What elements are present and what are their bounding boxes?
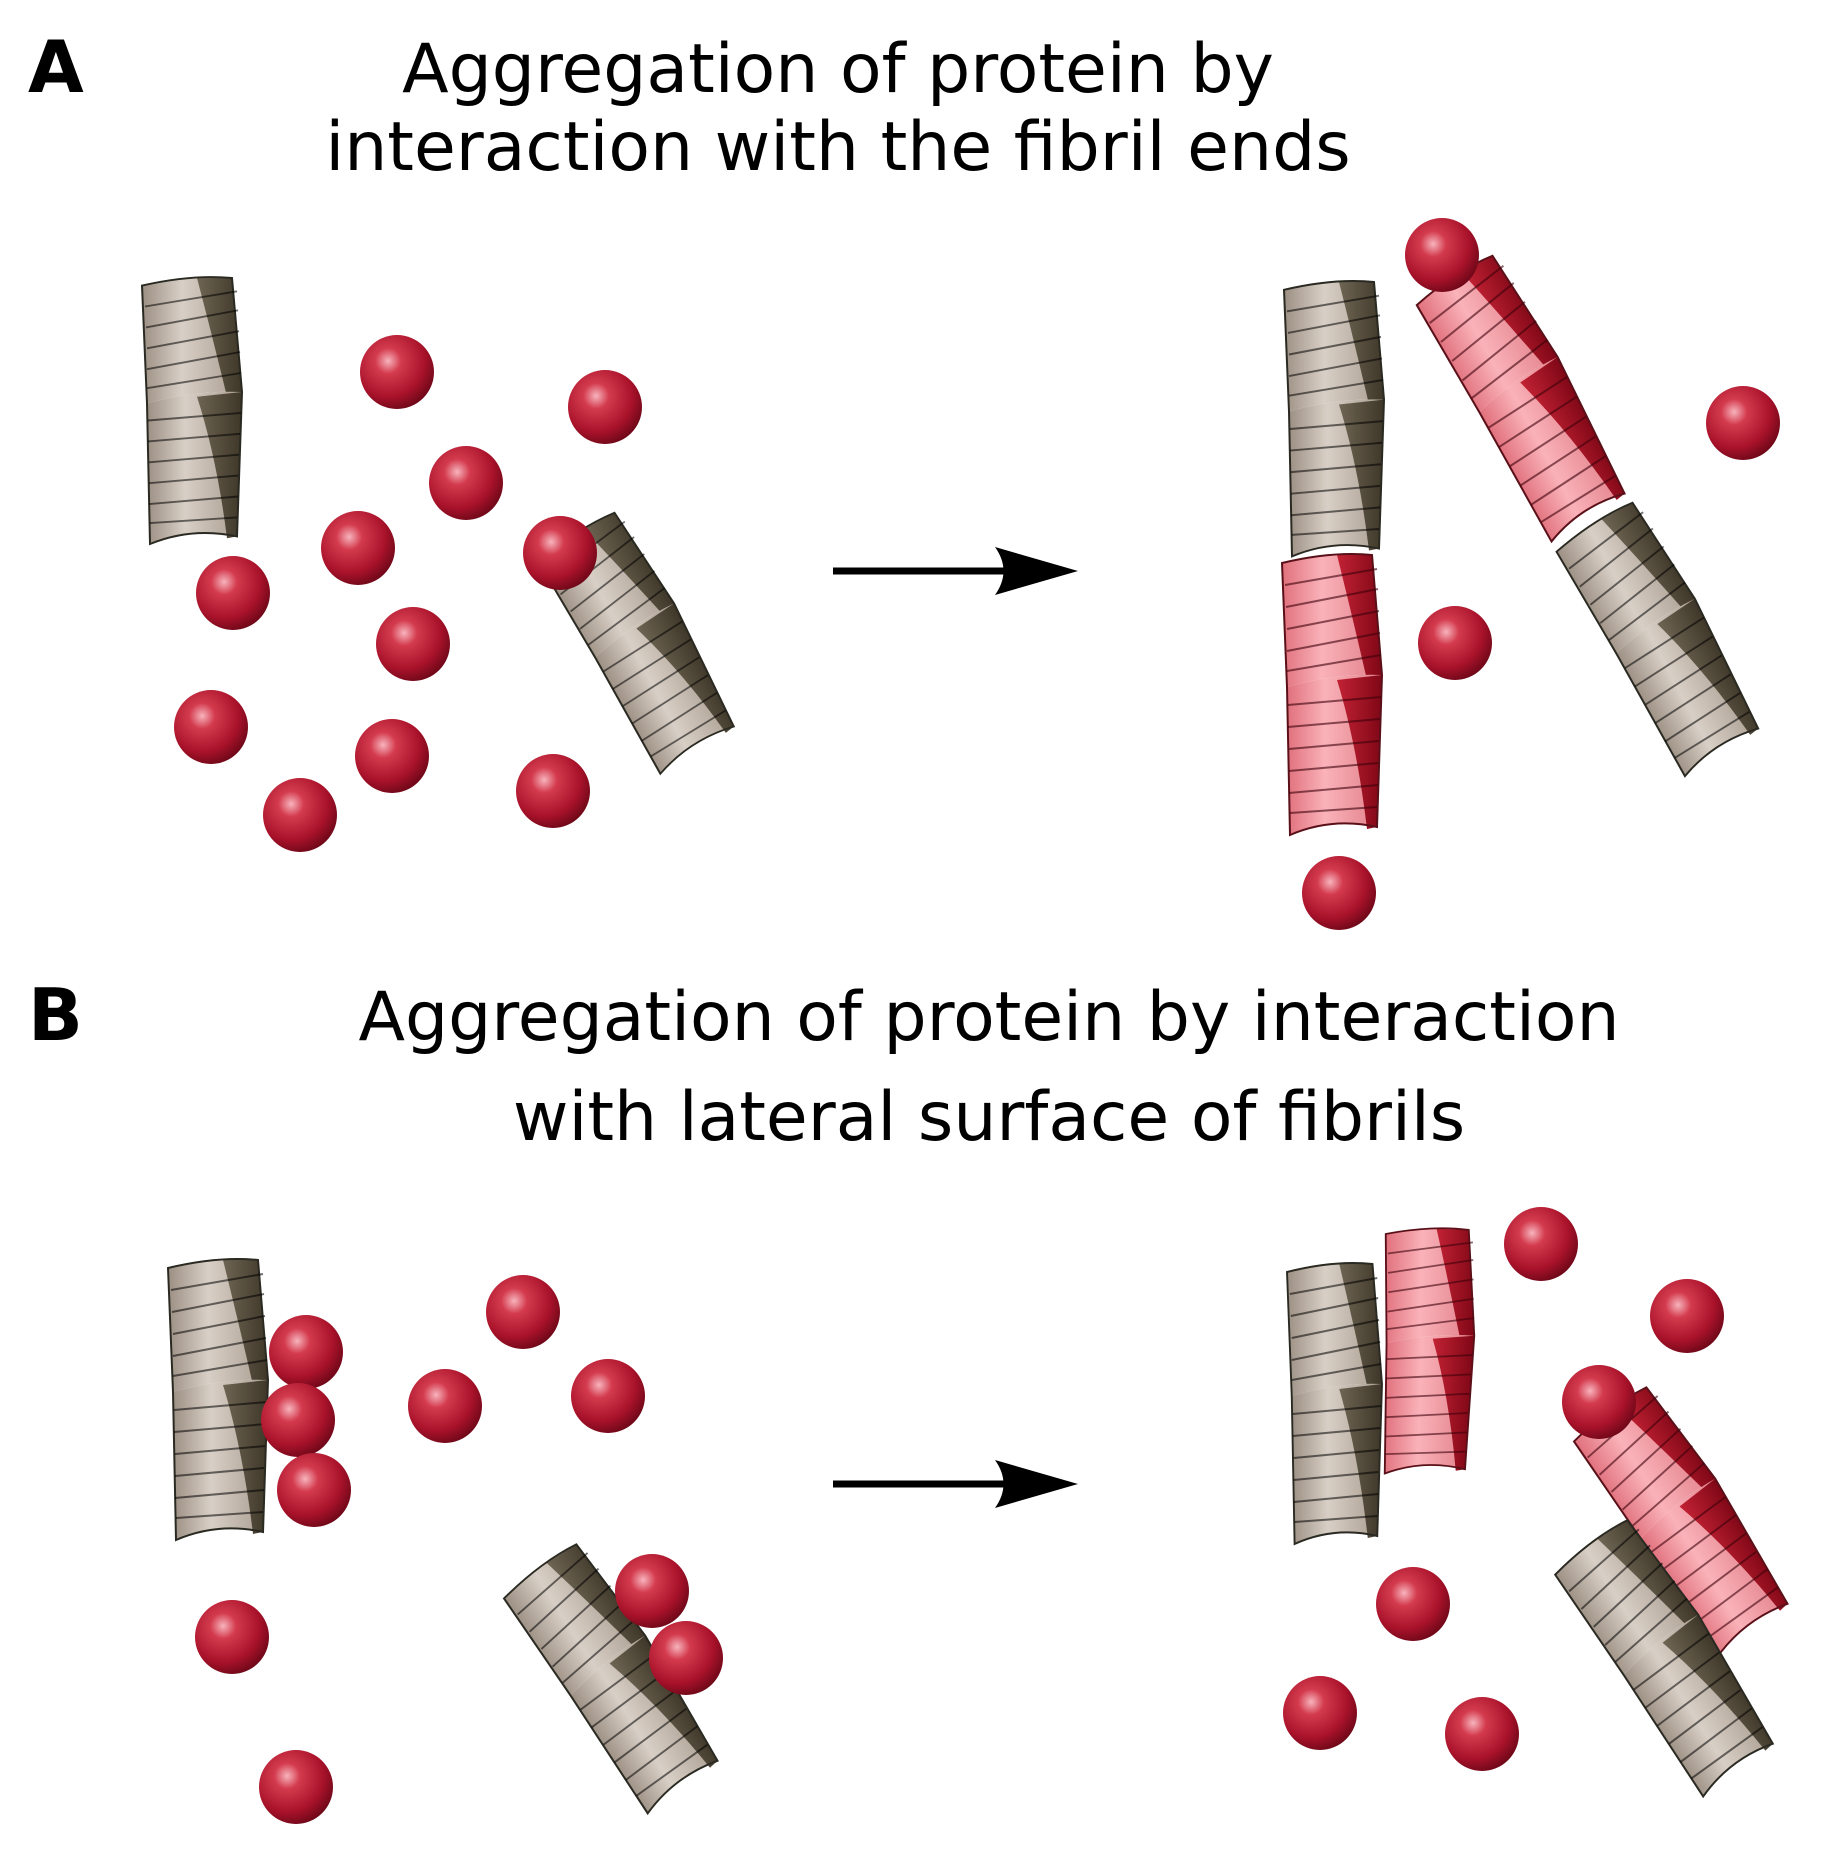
protein-sphere-icon [568, 370, 642, 444]
protein-sphere-icon [1376, 1567, 1450, 1641]
arrow-icon [833, 1460, 1078, 1508]
protein-sphere-icon [355, 719, 429, 793]
panel-b-letter: B [28, 973, 83, 1057]
protein-sphere-icon [1418, 606, 1492, 680]
panel-a-title-line-1: Aggregation of protein by [402, 30, 1274, 109]
protein-sphere-icon [174, 690, 248, 764]
protein-spheres-b-left [195, 1275, 723, 1824]
protein-sphere-icon [360, 335, 434, 409]
protein-sphere-icon [408, 1369, 482, 1443]
fibril-icon [1283, 280, 1385, 558]
protein-sphere-icon [261, 1383, 335, 1457]
protein-sphere-icon [1283, 1676, 1357, 1750]
protein-sphere-icon [1405, 218, 1479, 292]
arrow-icon [833, 547, 1078, 595]
fibril-icon [1551, 496, 1768, 781]
new-fibril-icon [1281, 553, 1383, 836]
protein-sphere-icon [269, 1315, 343, 1389]
fibril-icon [1286, 1262, 1383, 1545]
protein-sphere-icon [1504, 1207, 1578, 1281]
new-fibril-icon [1376, 1225, 1479, 1478]
protein-sphere-icon [321, 511, 395, 585]
protein-sphere-icon [615, 1554, 689, 1628]
panel-a-title-line-2: interaction with the fibril ends [325, 108, 1350, 187]
protein-sphere-icon [376, 607, 450, 681]
protein-sphere-icon [263, 778, 337, 852]
protein-sphere-icon [1445, 1697, 1519, 1771]
protein-sphere-icon [429, 446, 503, 520]
protein-sphere-icon [1562, 1365, 1636, 1439]
panel-b-title-line-1: Aggregation of protein by interaction [358, 978, 1619, 1057]
protein-sphere-icon [1706, 386, 1780, 460]
fibril-icon [141, 276, 243, 545]
protein-sphere-icon [516, 754, 590, 828]
protein-sphere-icon [196, 556, 270, 630]
protein-sphere-icon [1302, 856, 1376, 930]
protein-spheres-b-right [1283, 1207, 1724, 1771]
protein-sphere-icon [649, 1621, 723, 1695]
protein-sphere-icon [486, 1275, 560, 1349]
protein-sphere-icon [523, 516, 597, 590]
protein-sphere-icon [277, 1453, 351, 1527]
protein-spheres-a-left [174, 335, 642, 852]
protein-sphere-icon [195, 1600, 269, 1674]
protein-sphere-icon [571, 1359, 645, 1433]
panel-a-letter: A [28, 25, 84, 109]
protein-spheres-a-right [1302, 218, 1780, 930]
protein-sphere-icon [259, 1750, 333, 1824]
fibril-icon [167, 1258, 269, 1541]
new-fibril-icon [1411, 249, 1634, 547]
protein-sphere-icon [1650, 1279, 1724, 1353]
panel-b-title-line-2: with lateral surface of fibrils [513, 1078, 1465, 1157]
